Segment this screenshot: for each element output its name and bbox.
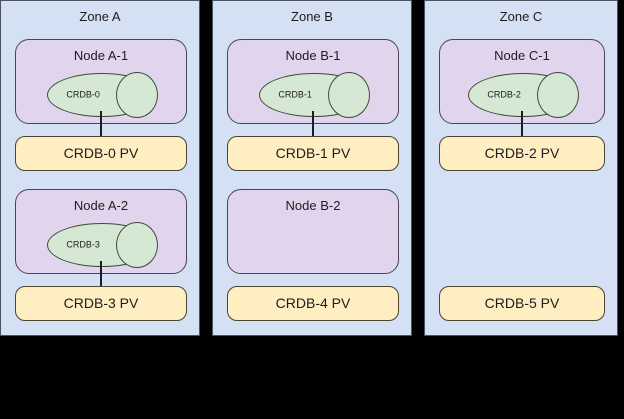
node-c-1[interactable]: Node C-1 CRDB-2	[439, 39, 605, 124]
database-crdb-0[interactable]: CRDB-0	[47, 72, 158, 118]
node-c-1-title: Node C-1	[494, 48, 550, 63]
database-crdb-2[interactable]: CRDB-2	[468, 72, 579, 118]
node-a-2-title: Node A-2	[73, 198, 129, 213]
pv-label: CRDB-3 PV	[63, 295, 139, 311]
zone-b-title: Zone B	[291, 9, 333, 24]
pv-crdb-4[interactable]: CRDB-4 PV	[227, 286, 399, 321]
connector-node-b-1-to-pv	[312, 111, 314, 136]
connector-node-c-1-to-pv	[521, 111, 523, 136]
pv-crdb-1[interactable]: CRDB-1 PV	[227, 136, 399, 171]
cylinder-cap	[116, 72, 158, 118]
pv-label: CRDB-2 PV	[484, 145, 560, 161]
database-label: CRDB-0	[66, 89, 100, 100]
pv-label: CRDB-1 PV	[275, 145, 351, 161]
zone-b[interactable]: Zone B Node B-1 CRDB-1 CRDB-1 PV Node B-…	[212, 0, 412, 336]
pv-label: CRDB-4 PV	[275, 295, 351, 311]
pv-crdb-5[interactable]: CRDB-5 PV	[439, 286, 605, 321]
node-b-1[interactable]: Node B-1 CRDB-1	[227, 39, 399, 124]
pv-crdb-2[interactable]: CRDB-2 PV	[439, 136, 605, 171]
cylinder-cap	[537, 72, 579, 118]
node-b-2[interactable]: Node B-2	[227, 189, 399, 274]
node-a-1-title: Node A-1	[73, 48, 129, 63]
node-a-2[interactable]: Node A-2 CRDB-3	[15, 189, 187, 274]
node-a-1[interactable]: Node A-1 CRDB-0	[15, 39, 187, 124]
node-b-2-title: Node B-2	[285, 198, 341, 213]
pv-crdb-0[interactable]: CRDB-0 PV	[15, 136, 187, 171]
database-crdb-1[interactable]: CRDB-1	[259, 72, 370, 118]
cylinder-cap	[328, 72, 370, 118]
zone-c-title: Zone C	[499, 9, 543, 24]
node-b-1-title: Node B-1	[285, 48, 341, 63]
pv-crdb-3[interactable]: CRDB-3 PV	[15, 286, 187, 321]
database-label: CRDB-2	[487, 89, 521, 100]
database-label: CRDB-3	[66, 239, 100, 250]
zone-c[interactable]: Zone C Node C-1 CRDB-2 CRDB-2 PV CRDB-5 …	[424, 0, 618, 336]
zone-a[interactable]: Zone A Node A-1 CRDB-0 CRDB-0 PV Node A-…	[0, 0, 200, 336]
database-crdb-3[interactable]: CRDB-3	[47, 222, 158, 268]
database-label: CRDB-1	[278, 89, 312, 100]
zone-a-title: Zone A	[79, 9, 121, 24]
connector-node-a-1-to-pv	[100, 111, 102, 136]
pv-label: CRDB-5 PV	[484, 295, 560, 311]
cylinder-cap	[116, 222, 158, 268]
connector-node-a-2-to-pv	[100, 261, 102, 286]
pv-label: CRDB-0 PV	[63, 145, 139, 161]
